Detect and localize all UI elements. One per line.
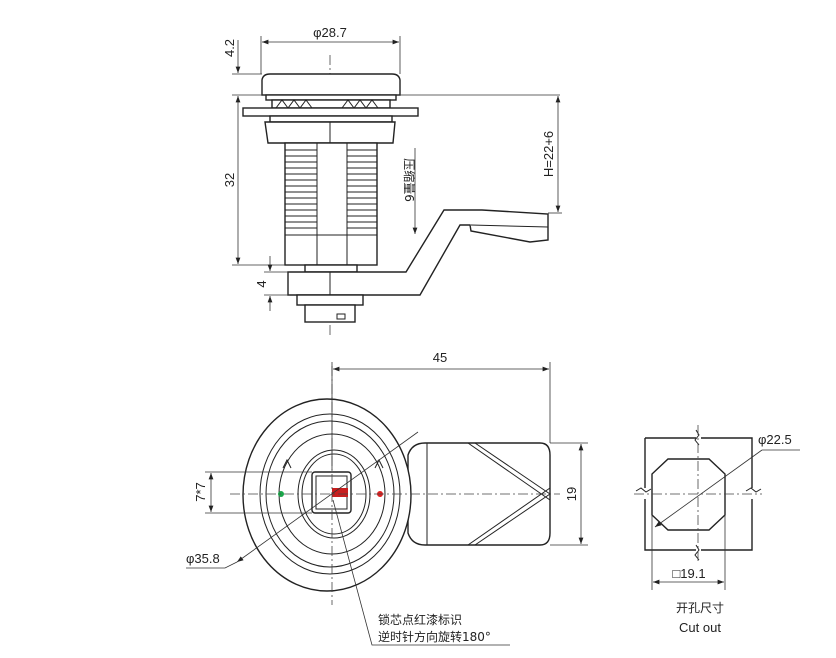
diameter-28-7-label: φ28.7: [313, 25, 347, 40]
body-length-label: 32: [222, 173, 237, 187]
cam-arm: [287, 209, 549, 296]
width-45-label: 45: [433, 350, 447, 365]
cutout-view: φ22.5 □19.1 开孔尺寸 Cut out: [634, 425, 800, 635]
outer-diameter-label: φ35.8: [186, 551, 220, 566]
cam-width-label: 19: [564, 487, 579, 501]
cutout-title-en: Cut out: [679, 620, 721, 635]
cam-thickness-label: 4: [254, 280, 269, 287]
cutout-title-cn: 开孔尺寸: [676, 601, 724, 615]
panel-flange: [242, 107, 419, 117]
key-square: [311, 471, 352, 514]
thread: [285, 149, 377, 229]
front-view: 45 19 7*7 φ35.8 锁芯点红漆标识 逆时针方向旋转180°: [186, 350, 588, 646]
cap: [261, 73, 401, 96]
red-paint-mark: [332, 488, 348, 497]
compression-label: 压缩量6: [402, 158, 417, 202]
note-line-1: 锁芯点红漆标识: [378, 612, 462, 627]
note-line-2: 逆时针方向旋转180°: [378, 629, 491, 644]
cutout-shape: [651, 458, 726, 531]
key-size-label: 7*7: [193, 482, 208, 502]
side-view: φ28.7 4.2 32 4 H=22+6 压缩量6: [222, 25, 562, 335]
cutout-flat-label: □19.1: [672, 566, 705, 581]
cap-height-label: 4.2: [222, 39, 237, 57]
grip-range-label: H=22+6: [541, 131, 556, 177]
cutout-diameter-label: φ22.5: [758, 432, 792, 447]
